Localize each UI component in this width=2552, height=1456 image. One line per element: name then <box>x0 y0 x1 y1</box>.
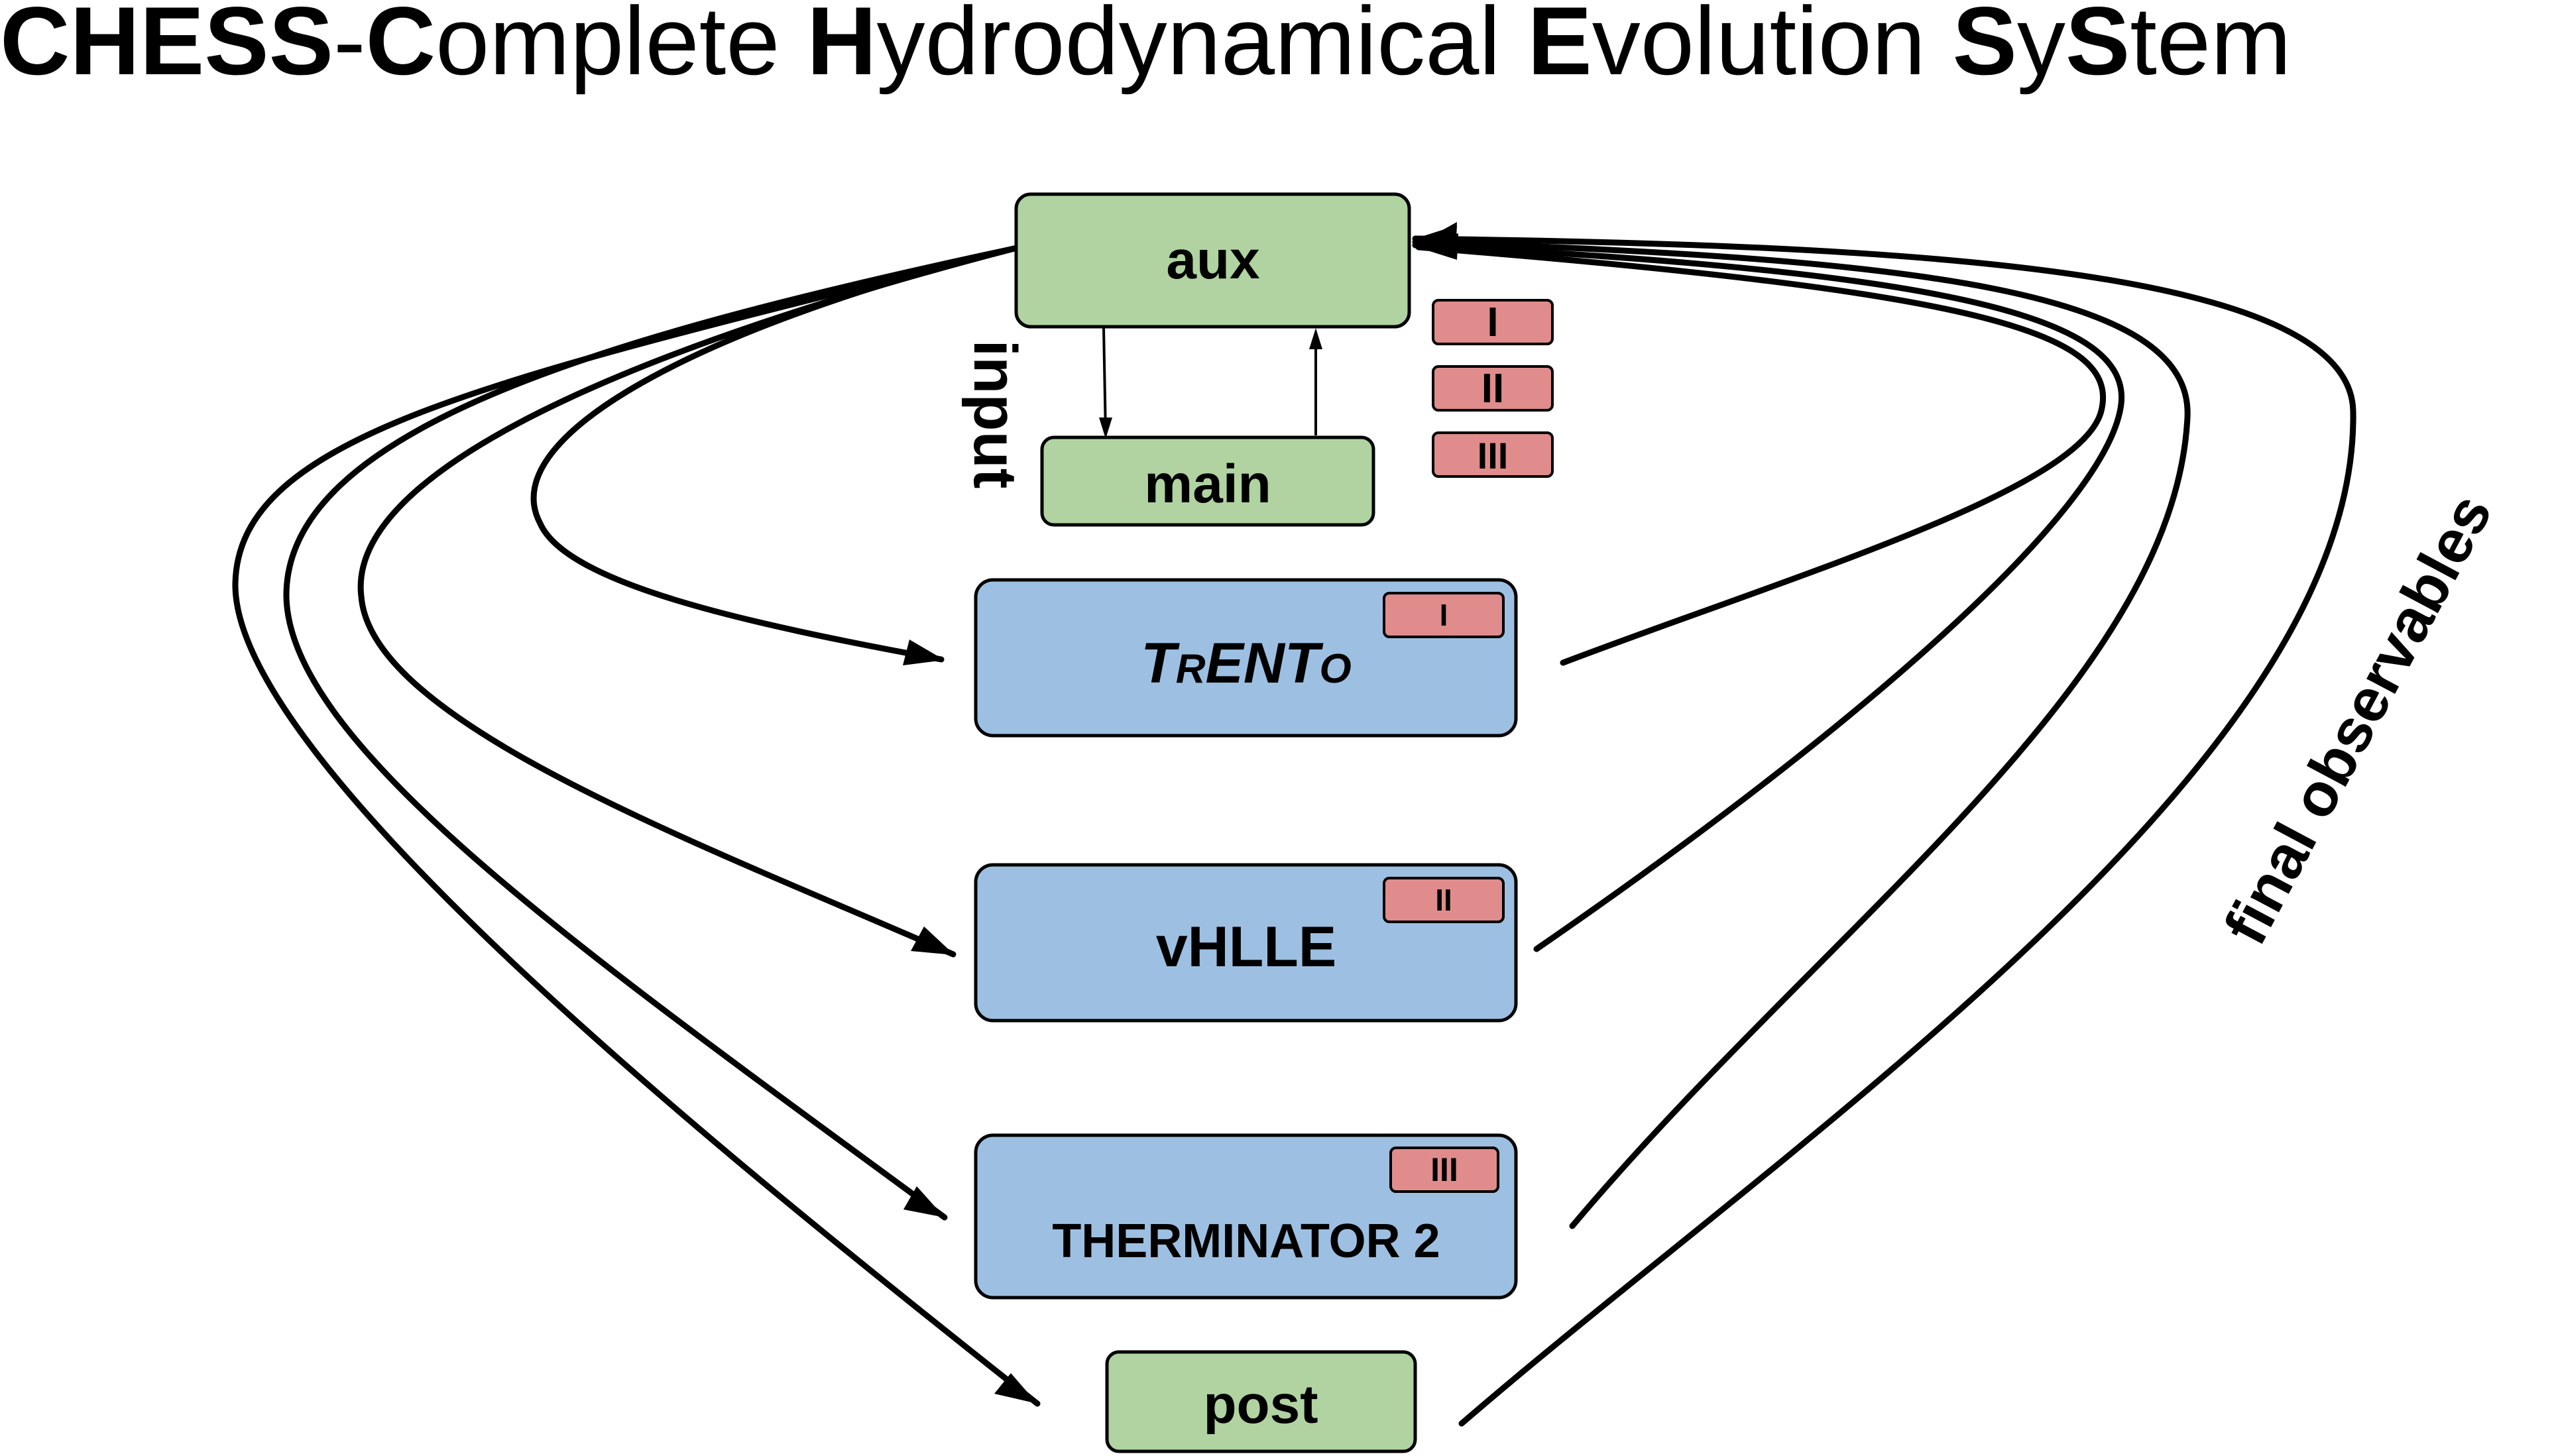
title-part: ydrodynamical <box>877 0 1528 95</box>
trento-label-part: T <box>1141 632 1180 695</box>
output-flows <box>1412 235 2356 1427</box>
title-part: omplete <box>435 0 807 95</box>
post-label: post <box>1203 1374 1318 1435</box>
trento-label: TRENTO <box>1141 632 1352 695</box>
title-part: S <box>2065 0 2130 95</box>
trento-box <box>974 578 1518 738</box>
stage-badge-legend: I II III <box>1432 299 1554 478</box>
aux-to-main-arrowhead <box>1099 418 1112 439</box>
main-node: main <box>1040 435 1375 527</box>
therminator-node: THERMINATOR 2 III <box>974 1133 1518 1300</box>
arrowhead-trento <box>903 640 945 665</box>
trento-label-part: O <box>1320 646 1352 692</box>
post-box <box>1105 1350 1417 1453</box>
title-part: volution <box>1592 0 1953 95</box>
title-part: y <box>2017 0 2065 95</box>
vhlle-label: vHLLE <box>1156 915 1336 979</box>
final-observables-label: final observables <box>2211 484 2505 956</box>
title-part: C <box>366 0 435 95</box>
vhlle-stage-badge <box>1383 877 1505 923</box>
legend-badge-i-label: I <box>1487 300 1498 345</box>
aux-label: aux <box>1166 230 1259 290</box>
arrowhead-aux-4 <box>1415 225 1457 251</box>
post-node: post <box>1105 1350 1417 1453</box>
trento-stage-badge <box>1383 592 1505 638</box>
aux-node: aux <box>1014 192 1411 329</box>
arrowheads <box>903 222 1458 1404</box>
therminator-label: THERMINATOR 2 <box>1052 1215 1440 1268</box>
title-part: tem <box>2130 0 2291 95</box>
aux-to-main-arrow <box>1102 327 1107 435</box>
therminator-stage-badge-label: III <box>1430 1151 1458 1188</box>
arrowhead-therminator <box>903 1186 945 1217</box>
input-arrow-vhlle <box>357 245 1017 958</box>
legend-badge-i <box>1432 299 1554 345</box>
title-part: - <box>333 0 366 95</box>
legend-badge-ii-label: II <box>1481 366 1504 412</box>
therminator-stage-badge <box>1389 1147 1499 1193</box>
output-arrow-post <box>1412 235 2356 1427</box>
arrowhead-post <box>994 1373 1037 1404</box>
main-box <box>1040 435 1375 527</box>
title-part: E <box>1527 0 1592 95</box>
title-part: CHESS <box>0 0 333 95</box>
trento-label-part: R <box>1176 646 1206 692</box>
input-label: input <box>961 340 1029 489</box>
aux-box <box>1014 192 1411 329</box>
trento-label-part: ENT <box>1206 632 1324 695</box>
legend-badge-iii <box>1432 431 1554 478</box>
title-part: H <box>807 0 876 95</box>
vhlle-node: vHLLE II <box>974 863 1518 1023</box>
trento-stage-badge-label: I <box>1440 598 1448 632</box>
diagram-title: CHESS-Complete Hydrodynamical Evolution … <box>0 0 2291 95</box>
vhlle-stage-badge-label: II <box>1435 883 1452 917</box>
aux-main-links <box>1099 327 1322 439</box>
main-label: main <box>1144 454 1271 514</box>
input-arrow-post <box>232 245 1041 1407</box>
legend-badge-iii-label: III <box>1478 435 1509 476</box>
vhlle-box <box>974 863 1518 1023</box>
legend-badge-ii <box>1432 365 1554 412</box>
main-to-aux-arrowhead <box>1309 328 1322 349</box>
input-arrow-therminator <box>283 245 1017 1221</box>
title-part: S <box>1953 0 2017 95</box>
therminator-box <box>974 1133 1518 1300</box>
arrowhead-vhlle <box>911 926 955 955</box>
trento-node: TRENTO I <box>974 578 1518 738</box>
output-arrow-vhlle <box>1412 242 2125 952</box>
input-flows <box>232 245 1041 1407</box>
output-arrow-therminator <box>1412 239 2191 1229</box>
output-arrow-trento <box>1415 244 2107 666</box>
